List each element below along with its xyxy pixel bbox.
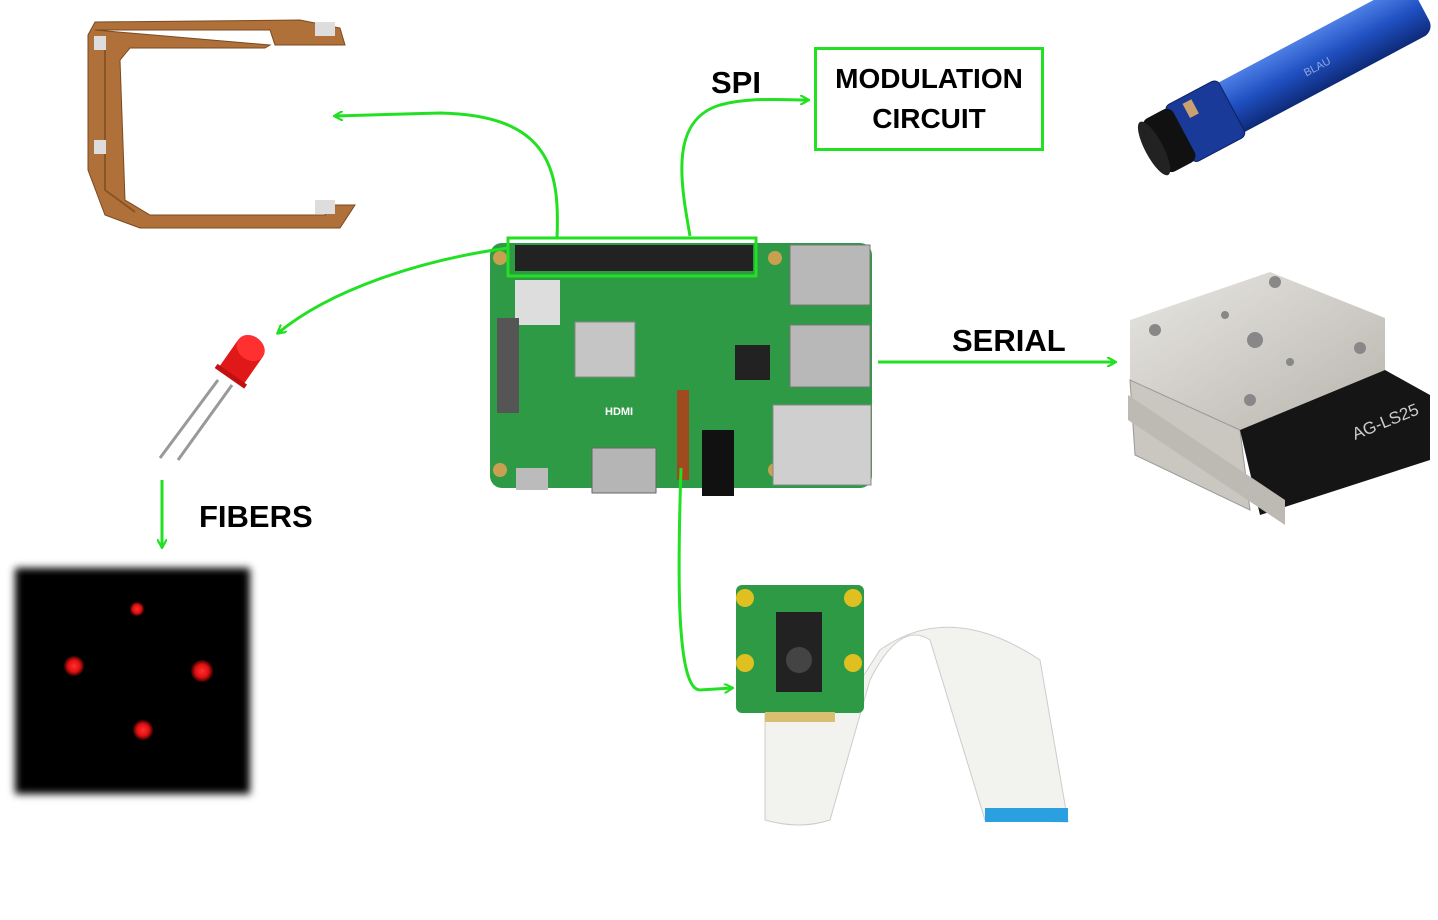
laser-module: BLAU	[1137, 0, 1431, 176]
modulation-label-line2: CIRCUIT	[872, 103, 986, 134]
gpio-header-highlight	[506, 236, 758, 278]
serial-label: SERIAL	[952, 323, 1066, 358]
modulation-circuit-box: MODULATION CIRCUIT	[814, 47, 1044, 151]
spi-label: SPI	[711, 65, 761, 100]
modulation-label-line1: MODULATION	[835, 63, 1023, 94]
arrow-to-led	[278, 246, 509, 333]
raspberry-pi-board: HDMI	[490, 236, 872, 496]
camera-module	[736, 585, 1069, 826]
hdmi-label: HDMI	[605, 406, 633, 418]
arrow-camera	[677, 467, 732, 690]
fiber-holder-pcb	[87, 19, 356, 229]
fibers-label: FIBERS	[199, 499, 313, 534]
red-led	[158, 334, 265, 461]
arrow-to-pcb	[335, 113, 559, 239]
fiber-output-image	[15, 568, 250, 794]
arrow-spi	[680, 99, 808, 237]
linear-stage: AG-LS25	[1128, 272, 1430, 525]
